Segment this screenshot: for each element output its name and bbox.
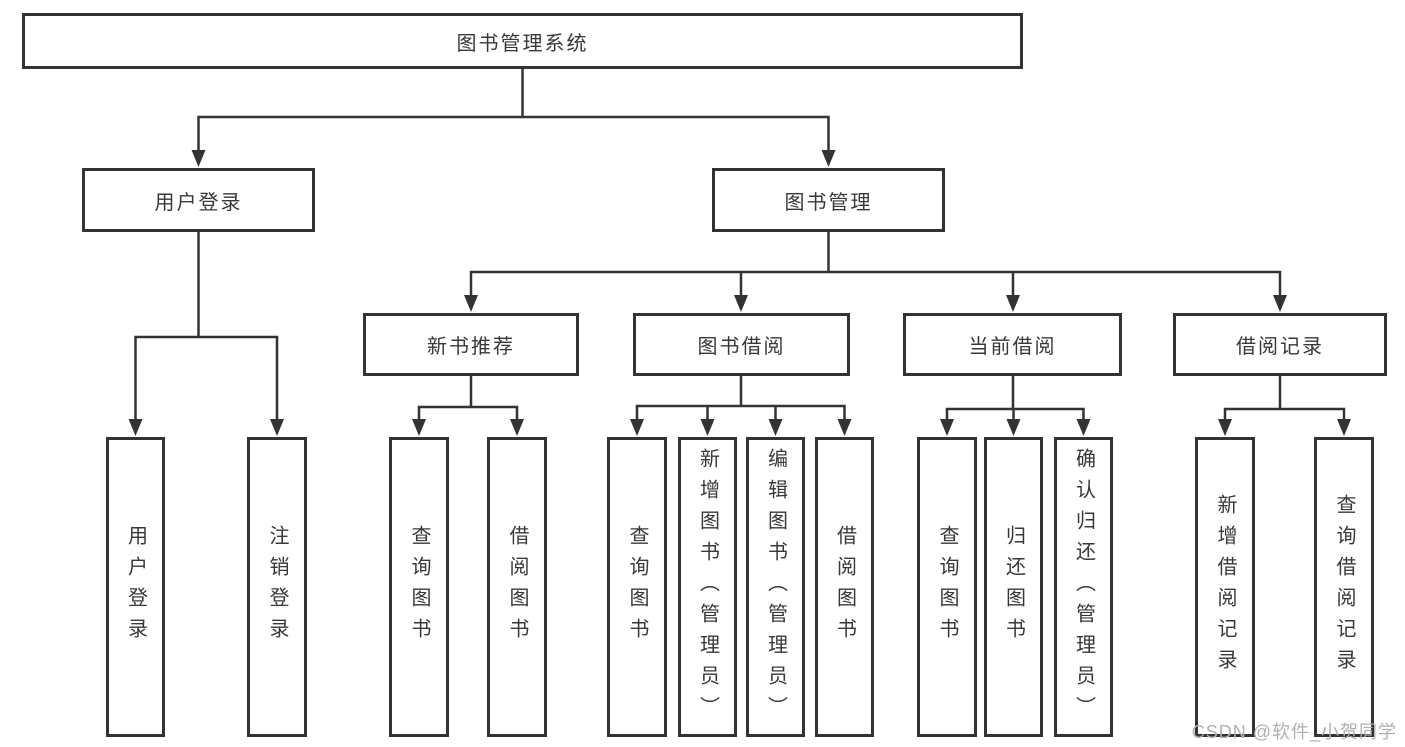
arrowhead-icon [1273,295,1287,312]
node-book-management: 图书管理 [712,168,945,232]
leaf-edit-books-admin-label: 编辑图书（管理员） [764,447,787,727]
connector-current-borrowing-to-leaves [945,376,1085,424]
arrowhead-icon [270,419,284,436]
arrowhead-icon [734,295,748,312]
node-current-borrowing: 当前借阅 [903,313,1122,376]
leaf-borrow-books-recommend: 借阅图书 [487,437,547,737]
arrowhead-icon [1006,295,1020,312]
leaf-query-books-borrowing: 查询图书 [607,437,667,737]
arrowhead-icon [128,419,143,436]
leaf-user-login-label: 用户登录 [124,525,147,649]
node-borrowing-records: 借阅记录 [1173,313,1387,376]
node-borrowing-records-label: 借阅记录 [1236,336,1324,358]
arrowhead-icon [940,419,954,436]
arrowhead-icon [510,419,524,436]
arrowhead-icon [700,419,715,436]
leaf-query-borrow-record-label: 查询借阅记录 [1333,494,1355,680]
node-library-management-system-label: 图书管理系统 [456,32,589,55]
node-new-book-recommendation: 新书推荐 [363,313,579,376]
leaf-add-books-admin: 新增图书（管理员） [678,437,737,737]
arrowhead-icon [1006,419,1021,436]
leaf-return-books: 归还图书 [984,437,1043,737]
connector-user-login-to-leaves [134,232,279,424]
leaf-add-books-admin-label: 新增图书（管理员） [696,447,719,727]
node-book-borrowing-label: 图书借阅 [697,336,786,358]
arrowhead-icon [821,150,836,167]
node-book-management-label: 图书管理 [784,191,873,214]
leaf-query-books-borrowing-label: 查询图书 [626,525,648,649]
arrowhead-icon [837,419,852,436]
leaf-borrow-books: 借阅图书 [815,437,874,737]
node-new-book-recommendation-label: 新书推荐 [427,336,515,358]
leaf-confirm-return-admin-label: 确认归还（管理员） [1072,447,1095,727]
connector-book-management-to-level2 [469,232,1282,298]
node-user-login-label: 用户登录 [154,191,243,214]
connector-new-book-recommendation-to-leaves [417,376,519,424]
leaf-edit-books-admin: 编辑图书（管理员） [746,437,805,737]
leaf-logout: 注销登录 [247,437,307,737]
node-user-login: 用户登录 [82,168,315,232]
leaf-user-login: 用户登录 [106,437,165,737]
leaf-borrow-books-label: 借阅图书 [833,525,856,649]
leaf-add-borrow-record: 新增借阅记录 [1195,437,1255,737]
arrowhead-icon [464,295,478,312]
arrowhead-icon [1337,419,1351,436]
arrowhead-icon [412,419,426,436]
leaf-query-borrow-record: 查询借阅记录 [1314,437,1374,737]
leaf-query-books-recommend: 查询图书 [389,437,449,737]
leaf-confirm-return-admin: 确认归还（管理员） [1054,437,1113,737]
arrowhead-icon [630,419,644,436]
connector-book-borrowing-to-leaves [635,376,846,424]
leaf-return-books-label: 归还图书 [1002,525,1025,649]
leaf-query-books-current-label: 查询图书 [936,525,958,649]
leaf-query-books-current: 查询图书 [917,437,977,737]
arrowhead-icon [1076,419,1091,436]
connector-root-to-level1 [197,69,830,152]
node-book-borrowing: 图书借阅 [633,313,850,376]
connector-borrowing-records-to-leaves [1223,376,1346,424]
leaf-query-books-recommend-label: 查询图书 [408,525,430,649]
arrowhead-icon [1218,419,1232,436]
leaf-add-borrow-record-label: 新增借阅记录 [1214,494,1236,680]
node-current-borrowing-label: 当前借阅 [968,336,1057,358]
node-library-management-system: 图书管理系统 [22,13,1023,69]
arrowhead-icon [191,150,206,167]
leaf-logout-label: 注销登录 [266,525,288,649]
arrowhead-icon [768,419,783,436]
leaf-borrow-books-recommend-label: 借阅图书 [506,525,528,649]
